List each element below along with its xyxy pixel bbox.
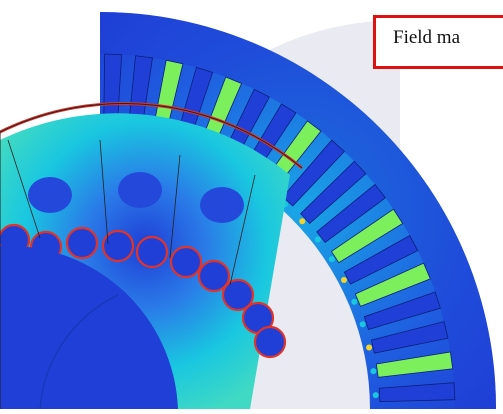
stator-slot (363, 291, 441, 330)
stator-slot (343, 234, 419, 285)
tooth-tip-hotspot (372, 392, 379, 399)
tooth-tip-hotspot (366, 344, 373, 351)
rotor-bar (65, 226, 99, 260)
rotor-magnet-boundary (99, 139, 109, 245)
tooth-tip-hotspot (370, 368, 377, 375)
tooth-tip-hotspot (314, 236, 321, 243)
tooth-tip-hotspot (299, 218, 306, 225)
rotor-outline (0, 103, 303, 409)
stator-slot (316, 183, 386, 244)
stator-yoke-outer (100, 12, 497, 409)
tooth-tip-hotspot (351, 298, 358, 305)
rotor-bar (197, 259, 231, 293)
tooth-tip-hotspot (340, 276, 347, 283)
shaft (0, 245, 178, 409)
stator-slot (330, 208, 404, 264)
stator-slot (354, 262, 431, 307)
rotor-bar (101, 229, 135, 263)
tooth-tip-hotspot (328, 256, 335, 263)
rotor-magnet-boundary (229, 174, 256, 286)
rotor-magnet-boundary (7, 139, 41, 239)
rotor-magnet-boundary (169, 154, 181, 259)
rotor-pole-group (0, 139, 287, 359)
rotor-pole-flux-core (28, 177, 72, 213)
stator-slot (282, 139, 345, 207)
shaft-inner-arc (39, 294, 119, 410)
stator-slot (375, 351, 454, 378)
stator-slot (378, 382, 456, 403)
rotor-pole-flux-core (200, 187, 244, 223)
rotor-bar (169, 245, 203, 279)
rotor-pole-flux-core (118, 172, 162, 208)
field-map-label: Field ma (373, 15, 503, 69)
tooth-tip-hotspot (359, 321, 366, 328)
rotor-bar (135, 235, 169, 269)
stator-slot (370, 321, 449, 354)
stator-slot (300, 160, 367, 225)
rotor-bar (221, 278, 255, 312)
rotor-bar (253, 325, 287, 359)
